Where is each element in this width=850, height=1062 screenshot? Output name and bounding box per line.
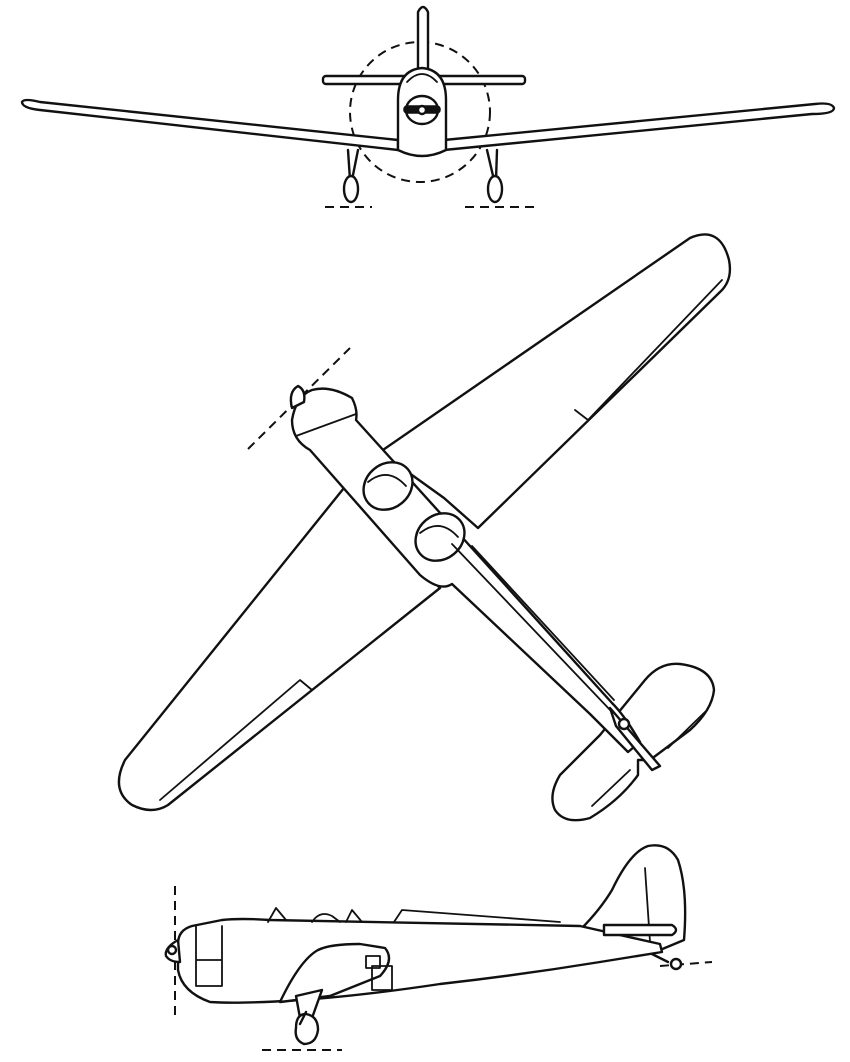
front-view <box>20 5 836 208</box>
front-gear-left <box>342 148 360 204</box>
side-fuselage <box>176 917 664 1004</box>
plan-wing-left <box>117 476 442 812</box>
plan-aileron-right <box>574 279 723 421</box>
side-tail-wheel <box>650 952 683 971</box>
plan-tailwheel <box>617 717 631 731</box>
side-main-gear <box>294 988 324 1046</box>
plan-canopy-front <box>362 461 414 511</box>
plan-view <box>117 233 732 822</box>
front-wing-left <box>20 98 400 152</box>
plan-spinner <box>289 384 306 410</box>
side-tailplane <box>602 923 678 937</box>
side-view <box>164 844 713 1051</box>
propeller-disc <box>349 41 491 183</box>
front-wing-right <box>442 102 836 152</box>
plan-wing-right <box>378 233 732 530</box>
side-canopy <box>267 907 561 923</box>
front-canopy <box>406 73 438 83</box>
plan-canopy-rear <box>414 512 466 562</box>
plan-propeller-line <box>247 347 351 450</box>
front-gear-right <box>485 148 504 204</box>
front-fin <box>416 5 430 74</box>
plan-aileron-left <box>159 679 313 801</box>
